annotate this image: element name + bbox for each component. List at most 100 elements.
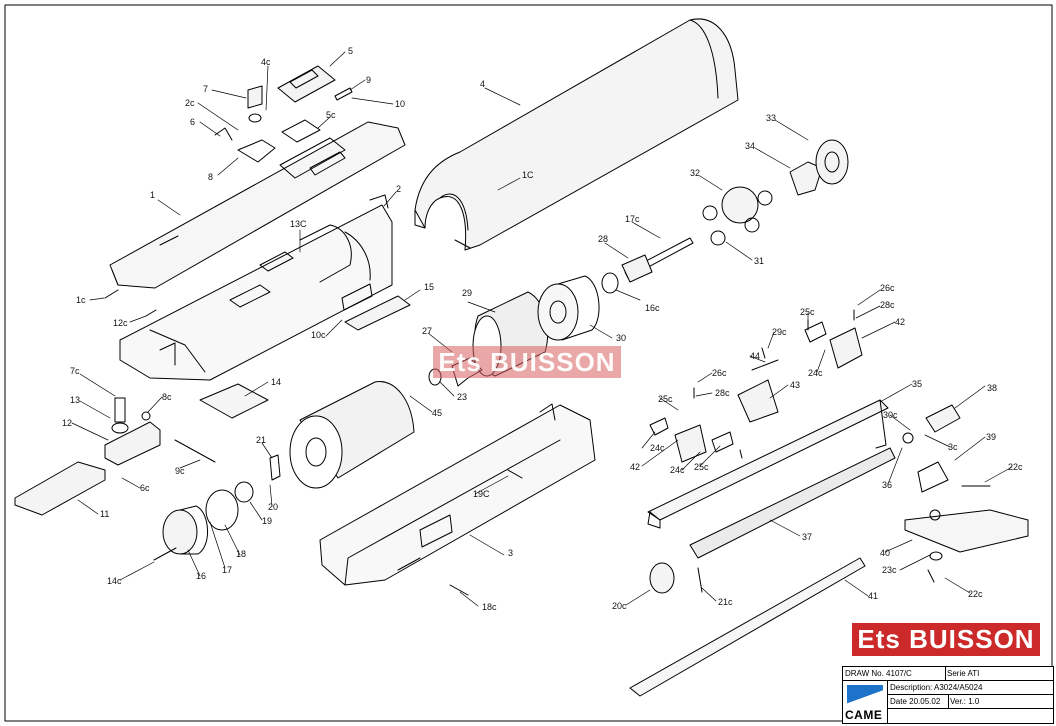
part-label: 16 — [196, 571, 206, 581]
part-label: 6 — [190, 117, 195, 127]
part-label: 3c — [948, 442, 958, 452]
part-label: 9 — [366, 75, 371, 85]
part-label: 24c — [808, 368, 823, 378]
came-logo-mark — [847, 685, 883, 705]
part-label: 17c — [625, 214, 640, 224]
part-label: 14c — [107, 576, 122, 586]
part-base-housing — [119, 194, 393, 381]
part-label: 17 — [222, 565, 232, 575]
part-label: 36 — [882, 480, 892, 490]
part-label: 22c — [1008, 462, 1023, 472]
part-label: 2 — [396, 184, 401, 194]
part-label: 16c — [645, 303, 660, 313]
part-label: 28 — [598, 234, 608, 244]
part-lever-12 — [104, 397, 216, 466]
part-label: 26c — [880, 283, 895, 293]
part-motor — [289, 381, 415, 489]
part-label: 22c — [968, 589, 983, 599]
part-label: 13 — [70, 395, 80, 405]
part-label: 8c — [162, 392, 172, 402]
title-row-3: Date 20.05.02 Ver.: 1.0 — [888, 695, 1053, 709]
version: Ver.: 1.0 — [950, 697, 980, 706]
part-label: 7 — [203, 84, 208, 94]
part-label: 9c — [175, 466, 185, 476]
part-label: 39 — [986, 432, 996, 442]
title-row-2: Description: A3024/A5024 — [888, 681, 1053, 695]
serie: Serie ATI — [947, 669, 980, 678]
part-label: 28c — [715, 388, 730, 398]
part-label: 7c — [70, 366, 80, 376]
part-label: 2c — [185, 98, 195, 108]
part-plate-15 — [341, 283, 411, 331]
part-label: 14 — [271, 377, 281, 387]
part-label: 4 — [480, 79, 485, 89]
part-shaft — [601, 237, 694, 294]
part-label: 28c — [880, 300, 895, 310]
brand-logo: Ets BUISSON — [852, 623, 1040, 656]
part-label: 1 — [150, 190, 155, 200]
part-rail-41 — [629, 557, 866, 697]
part-label: 1C — [522, 170, 534, 180]
part-label: 37 — [802, 532, 812, 542]
part-label: 20 — [268, 502, 278, 512]
part-label: 40 — [880, 548, 890, 558]
part-label: 24c — [650, 443, 665, 453]
part-gears-32-34 — [702, 139, 849, 246]
part-label: 6c — [140, 483, 150, 493]
part-label: 26c — [712, 368, 727, 378]
part-label: 31 — [754, 256, 764, 266]
came-logo: CAME — [843, 681, 888, 723]
part-keypad — [14, 461, 106, 516]
part-label: 8 — [208, 172, 213, 182]
part-bracket-38-40 — [902, 404, 1029, 561]
part-label: 32 — [690, 168, 700, 178]
part-label: 5c — [326, 110, 336, 120]
part-top-cover — [109, 121, 406, 289]
screws — [104, 289, 991, 596]
part-label: 30c — [883, 410, 898, 420]
part-label: 30 — [616, 333, 626, 343]
part-label: 11 — [100, 509, 109, 519]
description: Description: A3024/A5024 — [890, 683, 983, 692]
part-label: 5 — [348, 46, 353, 56]
title-block: DRAW No. 4107/C Serie ATI CAME Descripti… — [842, 666, 1054, 724]
part-label: 3 — [508, 548, 513, 558]
part-label: 23c — [882, 565, 897, 575]
part-label: 19C — [473, 489, 490, 499]
part-label: 20c — [612, 601, 627, 611]
part-label: 18 — [236, 549, 246, 559]
title-row-1: DRAW No. 4107/C Serie ATI — [843, 667, 1053, 681]
part-worm-screw — [649, 447, 896, 594]
part-gear-30 — [537, 275, 600, 341]
part-release-knob — [162, 454, 281, 555]
leader-lines — [71, 51, 1013, 607]
part-brackets-42-44 — [649, 321, 863, 463]
part-label: 23 — [457, 392, 467, 402]
part-label: 10c — [311, 330, 326, 340]
part-label: 45 — [432, 408, 442, 418]
part-label: 21c — [718, 597, 733, 607]
part-label: 33 — [766, 113, 776, 123]
part-label: 12 — [62, 418, 72, 428]
part-labels: 1 1c 12c 2 13C 10c 15 5 4c 7 2c 6 8 9 10… — [62, 46, 1023, 612]
part-label: 1c — [76, 295, 86, 305]
part-rack-bar — [647, 399, 889, 529]
part-plate-14 — [199, 383, 269, 419]
part-label: 42 — [630, 462, 640, 472]
came-logo-text: CAME — [845, 708, 883, 722]
draw-number: DRAW No. 4107/C — [843, 667, 946, 680]
part-label: 41 — [868, 591, 878, 601]
part-label: 35 — [912, 379, 922, 389]
part-lower-housing — [319, 403, 596, 586]
part-label: 4c — [261, 57, 271, 67]
part-label: 25c — [800, 307, 815, 317]
part-lid-5 — [277, 65, 353, 143]
part-key-lock — [214, 85, 276, 163]
part-label: 38 — [987, 383, 997, 393]
part-cover — [414, 18, 739, 251]
part-label: 21 — [256, 435, 266, 445]
part-label: 27 — [422, 326, 432, 336]
part-label: 12c — [113, 318, 128, 328]
part-label: 25c — [694, 462, 709, 472]
